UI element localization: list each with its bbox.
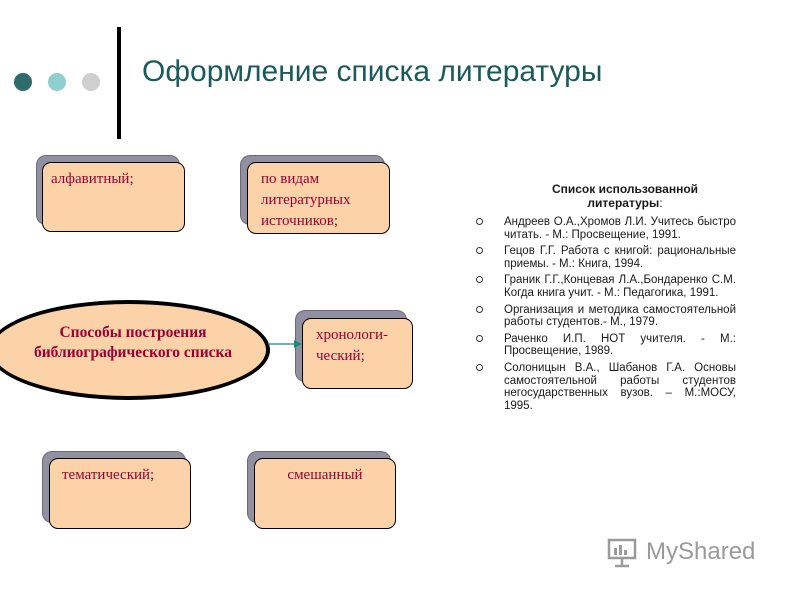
reference-list-heading: Список использованной литературы: — [514, 182, 736, 210]
reference-item-text: Гецов Г.Г. Работа с книгой: рациональные… — [504, 245, 736, 270]
bullet-icon — [476, 247, 483, 255]
box-alphabetic: алфавитный; — [42, 162, 185, 232]
reference-item: Солоницын В.А., Шабанов Г.А. Основы само… — [476, 362, 736, 412]
reference-item-text: Андреев О.А.,Хромов Л.И. Учитесь быстро … — [504, 216, 736, 241]
reference-item: Андреев О.А.,Хромов Л.И. Учитесь быстро … — [476, 216, 736, 241]
bullet-icon — [476, 218, 483, 225]
reference-item: Гецов Г.Г. Работа с книгой: рациональные… — [476, 245, 736, 270]
box-thematic: тематический; — [49, 458, 191, 529]
reference-item: Организация и методика самостоятельной р… — [476, 304, 736, 329]
watermark-brand-text: MyShared — [646, 538, 756, 565]
reference-list-heading-text: Список использованной литературы — [551, 182, 699, 210]
title-divider — [117, 27, 121, 139]
decor-dot-3 — [82, 73, 100, 91]
bullet-icon — [476, 305, 483, 313]
decor-dot-2 — [48, 73, 66, 91]
box-by-source: по видам литературных источников; — [247, 162, 390, 234]
reference-item-text: Граник Г.Г.,Концевая Л.А.,Бондаренко С.М… — [504, 274, 736, 299]
decor-dot-1 — [14, 73, 32, 91]
center-ellipse-label: Способы построения библиографического сп… — [34, 324, 232, 361]
reference-list: Список использованной литературы: Андрее… — [476, 182, 736, 416]
reference-item-text: Раченко И.П. НОТ учителя. - М.: Просвеще… — [504, 332, 736, 358]
box-chronological: хронологи- ческий; — [302, 318, 413, 389]
box-alphabetic-label: алфавитный; — [51, 171, 134, 187]
presentation-board-icon — [607, 538, 637, 568]
reference-item: Граник Г.Г.,Концевая Л.А.,Бондаренко С.М… — [476, 274, 736, 299]
box-mixed: смешанный — [254, 458, 396, 529]
bullet-icon — [476, 363, 483, 371]
center-ellipse — [0, 300, 270, 400]
slide-title: Оформление списка литературы — [142, 55, 603, 88]
reference-item-text: Солоницын В.А., Шабанов Г.А. Основы само… — [504, 361, 736, 412]
watermark-logo: MyShared — [606, 536, 755, 568]
arrow-to-chronological — [268, 340, 302, 348]
box-by-source-label: по видам литературных источников; — [261, 171, 351, 229]
reference-item: Раченко И.П. НОТ учителя. - М.: Просвеще… — [476, 333, 736, 358]
box-thematic-label: тематический; — [62, 467, 155, 483]
reference-list-heading-suffix: : — [659, 196, 663, 210]
bullet-icon — [476, 276, 483, 284]
reference-item-text: Организация и методика самостоятельной р… — [504, 303, 736, 329]
box-mixed-label: смешанный — [287, 467, 363, 483]
box-chronological-label: хронологи- ческий; — [316, 327, 388, 364]
bullet-icon — [476, 334, 483, 342]
